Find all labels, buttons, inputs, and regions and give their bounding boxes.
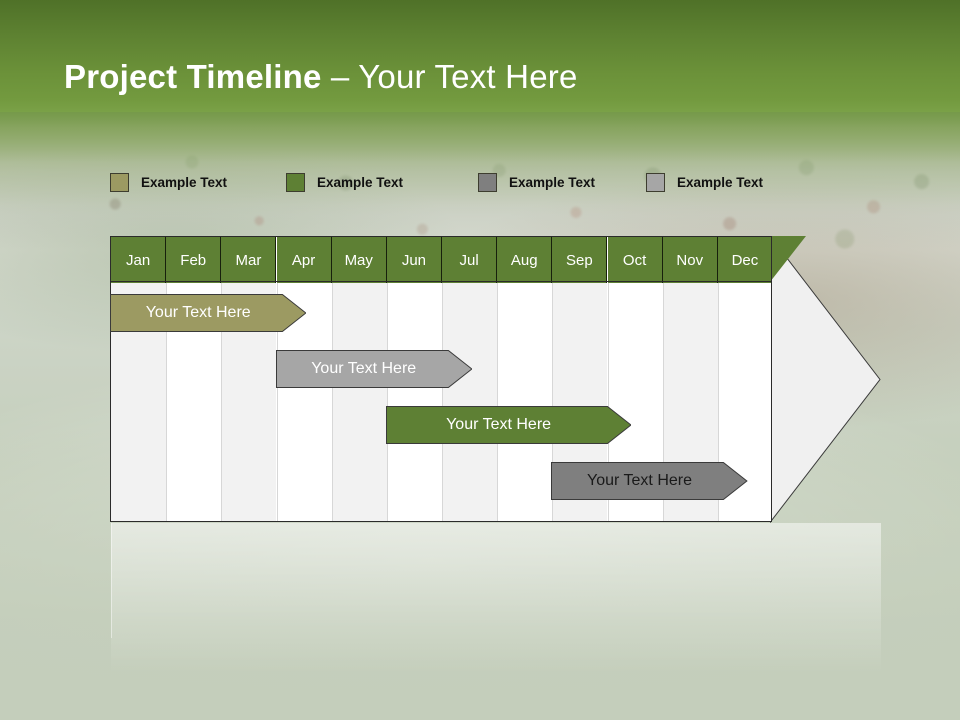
month-header-may[interactable]: May: [331, 237, 387, 283]
gantt-bar-shape: [385, 406, 632, 444]
month-header-jun[interactable]: Jun: [386, 237, 442, 283]
legend-swatch-icon-3: [478, 172, 497, 192]
title-dash: –: [321, 58, 359, 95]
grid-column-divider: [386, 283, 388, 521]
grid-column-divider: [276, 283, 278, 521]
grid-column-mar: [221, 237, 277, 521]
grid-column-divider: [607, 283, 609, 521]
gantt-bar-shape: [275, 350, 472, 388]
gantt-bar-shape: [110, 294, 307, 332]
grid-column-divider: [662, 283, 664, 521]
chart-reflection-edge: [111, 523, 112, 638]
month-header-sep[interactable]: Sep: [552, 237, 608, 283]
legend-item-label: Example Text: [317, 174, 404, 190]
page-title: Project Timeline – Your Text Here: [64, 58, 578, 96]
gantt-bar-shape: [551, 462, 748, 500]
gantt-bar-4[interactable]: Your Text Here: [551, 462, 748, 500]
month-header-jul[interactable]: Jul: [442, 237, 498, 283]
legend-swatch-icon-1: [110, 172, 129, 192]
month-header-jan[interactable]: Jan: [111, 237, 167, 283]
gantt-bar-2[interactable]: Your Text Here: [275, 350, 472, 388]
timeline-arrow-head: [770, 236, 882, 523]
month-header-apr[interactable]: Apr: [276, 237, 332, 283]
legend-swatch-icon-4: [646, 172, 665, 192]
month-header-dec[interactable]: Dec: [717, 237, 771, 283]
grid-column-divider: [221, 283, 223, 521]
legend-item-label: Example Text: [509, 174, 596, 190]
month-header-nov[interactable]: Nov: [662, 237, 718, 283]
gantt-bar-1[interactable]: Your Text Here: [110, 294, 307, 332]
grid-column-divider: [331, 283, 333, 521]
month-header-feb[interactable]: Feb: [166, 237, 222, 283]
month-header-mar[interactable]: Mar: [221, 237, 277, 283]
title-rest-part: Your Text Here: [358, 58, 578, 95]
legend-item-2[interactable]: Example Text: [286, 168, 403, 196]
header-underline: [110, 281, 772, 282]
month-header-oct[interactable]: Oct: [607, 237, 663, 283]
legend-swatch-icon-2: [286, 172, 305, 192]
grid-column-aug: [497, 237, 553, 521]
grid-column-jan: [111, 237, 167, 521]
grid-column-divider: [552, 283, 554, 521]
grid-column-divider: [717, 283, 719, 521]
grid-column-divider: [166, 283, 168, 521]
gantt-bar-3[interactable]: Your Text Here: [385, 406, 632, 444]
grid-column-feb: [166, 237, 222, 521]
legend-item-4[interactable]: Example Text: [646, 168, 763, 196]
header-band: [0, 0, 960, 112]
grid-column-divider: [442, 283, 443, 521]
title-bold-part: Project Timeline: [64, 58, 322, 95]
legend-item-3[interactable]: Example Text: [478, 168, 595, 196]
legend-item-label: Example Text: [141, 174, 228, 190]
legend-item-label: Example Text: [677, 174, 764, 190]
legend-item-1[interactable]: Example Text: [110, 168, 227, 196]
month-header-aug[interactable]: Aug: [497, 237, 553, 283]
legend: Example Text Example Text Example Text Exam…: [110, 168, 830, 196]
grid-column-divider: [497, 283, 499, 521]
